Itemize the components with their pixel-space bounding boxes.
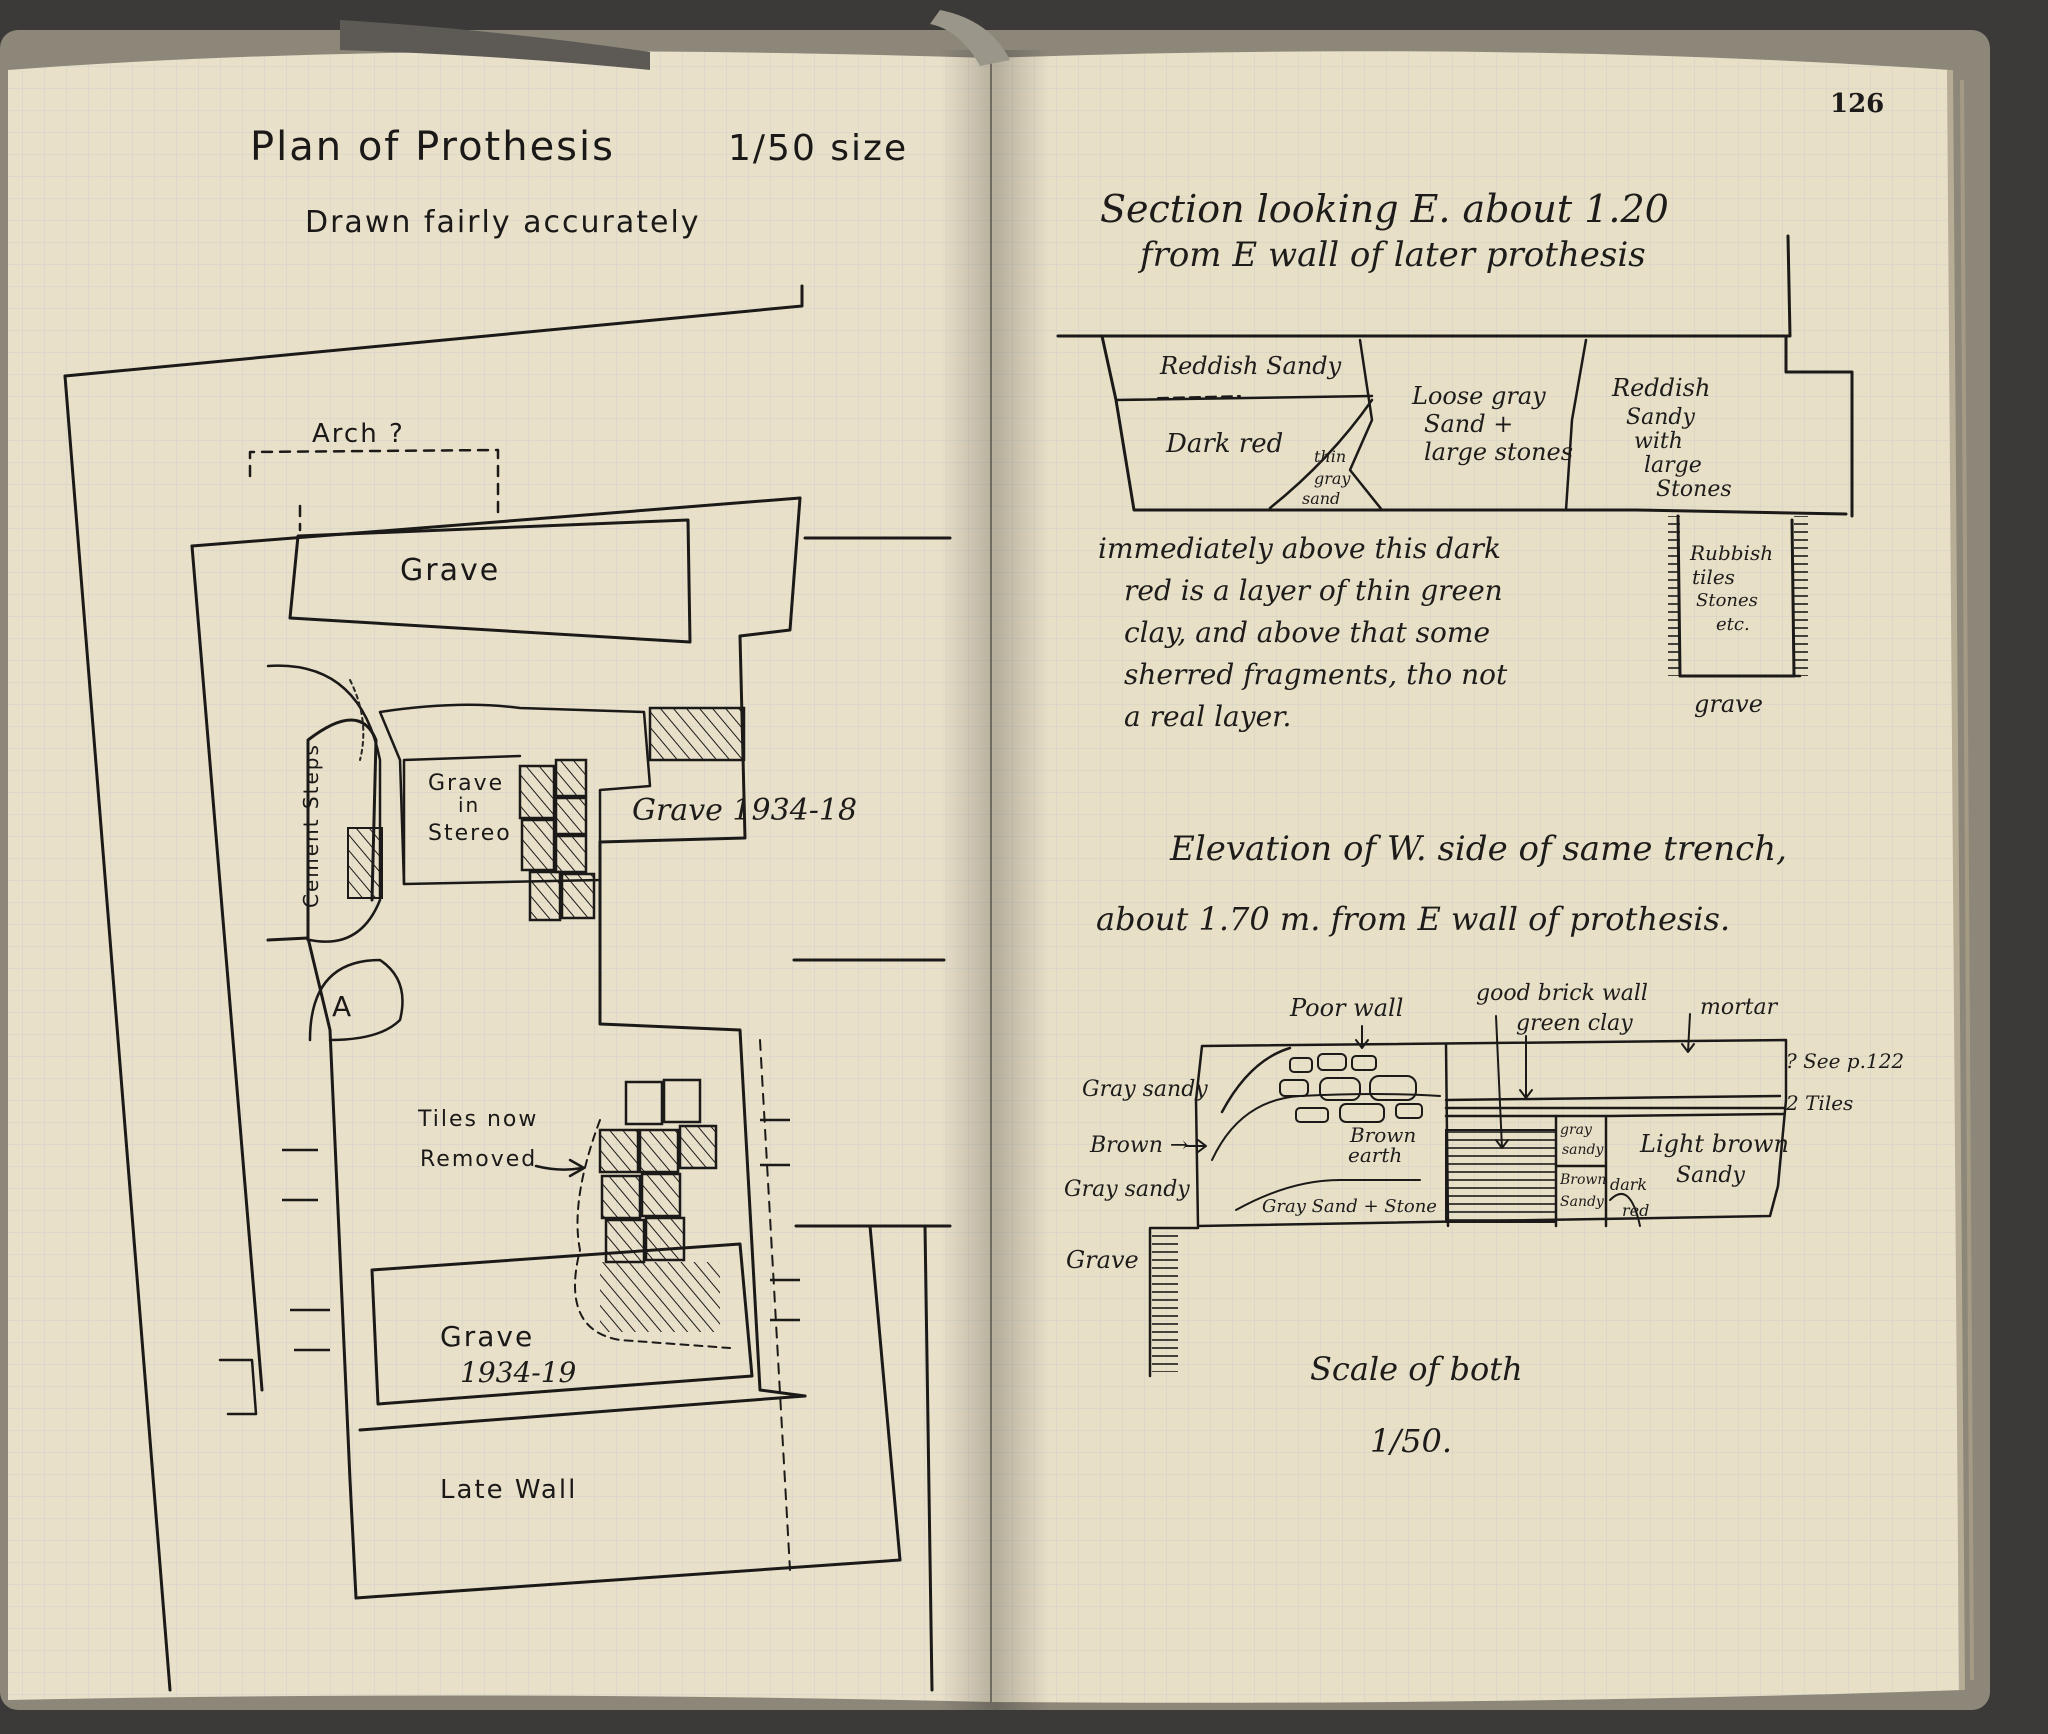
a-label: A xyxy=(332,990,353,1023)
plan-drawing xyxy=(63,284,952,1692)
light-brown-label: Light brown xyxy=(1639,1130,1789,1158)
mortar-label: mortar xyxy=(1700,995,1779,1020)
grave-1934-19-label: 1934-19 xyxy=(460,1356,576,1389)
gray-small-label: gray xyxy=(1560,1122,1593,1138)
rubbish-label: Rubbish xyxy=(1689,541,1773,565)
with-label: with xyxy=(1634,429,1683,454)
large-stones-label: large stones xyxy=(1424,438,1573,466)
reddish-sandy-label: Reddish Sandy xyxy=(1159,352,1342,380)
grave-section-label: grave xyxy=(1694,690,1763,718)
scale-note: Scale of both 1/50. xyxy=(1310,1350,1523,1460)
grave-elevation-label: Grave xyxy=(1066,1246,1139,1274)
scale-value-label: 1/50. xyxy=(1370,1422,1452,1460)
plan-title: Plan of Prothesis xyxy=(250,124,615,170)
section-title-line-2: from E wall of later prothesis xyxy=(1137,235,1646,275)
green-clay-label: green clay xyxy=(1516,1011,1633,1036)
two-tiles-label: 2 Tiles xyxy=(1785,1091,1853,1115)
etc-label: etc. xyxy=(1716,614,1750,635)
sandy-brown-small-label: Sandy xyxy=(1560,1194,1605,1210)
elevation-title-line-2: about 1.70 m. from E wall of prothesis. xyxy=(1096,900,1730,938)
plan-scale: 1/50 size xyxy=(728,128,908,169)
sandy-small-label: sandy xyxy=(1562,1142,1605,1158)
scale-of-both-label: Scale of both xyxy=(1310,1350,1523,1388)
brown-small-label: Brown xyxy=(1559,1172,1606,1188)
cement-steps-label: Cement Steps xyxy=(299,743,323,908)
left-title: Plan of Prothesis 1/50 size Drawn fairly… xyxy=(250,124,908,240)
see-p122-label: ? See p.122 xyxy=(1786,1049,1904,1073)
late-wall-label: Late Wall xyxy=(440,1475,577,1505)
red-small-label: red xyxy=(1622,1201,1649,1220)
note-line-1: immediately above this dark xyxy=(1098,532,1501,565)
grave-top-label: Grave xyxy=(400,553,500,588)
light-brown-sandy-label: Sandy xyxy=(1676,1163,1745,1188)
sandy-label: Sandy xyxy=(1626,405,1695,430)
reddish-label: Reddish xyxy=(1611,374,1710,402)
binding-thread xyxy=(340,20,650,70)
section-note: immediately above this dark red is a lay… xyxy=(1098,532,1508,733)
sand-plus-label: Sand + xyxy=(1424,410,1513,438)
section-drawing xyxy=(1056,234,1854,678)
brown-earth-label-2: earth xyxy=(1348,1143,1402,1167)
note-line-3: clay, and above that some xyxy=(1124,616,1490,649)
note-line-5: a real layer. xyxy=(1124,700,1291,733)
grave-bottom-label: Grave xyxy=(440,1320,534,1353)
gray-sand-stone-label: Gray Sand + Stone xyxy=(1262,1196,1437,1217)
grave-1934-18-label: Grave 1934-18 xyxy=(632,793,857,828)
tiles-label: tiles xyxy=(1692,565,1735,589)
plan-subtitle: Drawn fairly accurately xyxy=(305,205,701,240)
note-line-2: red is a layer of thin green xyxy=(1124,574,1503,607)
section-labels: Reddish Sandy Dark red thin gray sand Lo… xyxy=(1159,352,1773,718)
large-label: large xyxy=(1644,453,1702,478)
gray-sandy-low-label: Gray sandy xyxy=(1064,1177,1190,1202)
note-line-4: sherred fragments, tho not xyxy=(1124,658,1508,691)
poor-wall-label: Poor wall xyxy=(1289,994,1403,1022)
section-title: Section looking E. about 1.20 from E wal… xyxy=(1100,187,1669,275)
gutter-shadow xyxy=(940,50,1050,1710)
elevation-title: Elevation of W. side of same trench, abo… xyxy=(1096,829,1787,938)
page-number: 126 xyxy=(1830,89,1884,119)
grave-in-stereo-label-3: Stereo xyxy=(428,821,512,846)
stones-small-label: Stones xyxy=(1696,590,1758,611)
good-brick-wall-label: good brick wall xyxy=(1476,981,1648,1006)
brown-earth-label-1: Brown xyxy=(1349,1123,1416,1147)
grave-in-stereo-label-1: Grave xyxy=(428,771,504,796)
dark-small-label: dark xyxy=(1610,1175,1647,1194)
sand-label: sand xyxy=(1302,489,1340,508)
elevation-title-line-1: Elevation of W. side of same trench, xyxy=(1169,829,1787,869)
grave-in-stereo-label-2: in xyxy=(458,793,480,817)
thin-label: thin xyxy=(1314,447,1346,466)
tiles-now-label: Tiles now xyxy=(417,1107,538,1132)
brown-label: Brown → xyxy=(1089,1133,1188,1158)
gray-sandy-top-label: Gray sandy xyxy=(1082,1077,1208,1102)
gray-label: gray xyxy=(1314,469,1351,488)
loose-gray-label: Loose gray xyxy=(1411,382,1546,410)
plan-labels: Arch ? Grave Cement Steps Grave in Stere… xyxy=(299,419,857,1505)
removed-label: Removed xyxy=(420,1147,537,1172)
arch-label: Arch ? xyxy=(312,419,405,449)
dark-red-label: Dark red xyxy=(1165,429,1283,459)
elevation-labels: Poor wall good brick wall green clay mor… xyxy=(1064,981,1904,1274)
stones-label: Stones xyxy=(1656,477,1732,502)
section-title-line-1: Section looking E. about 1.20 xyxy=(1100,187,1669,231)
elevation-drawing xyxy=(1148,1013,1788,1378)
